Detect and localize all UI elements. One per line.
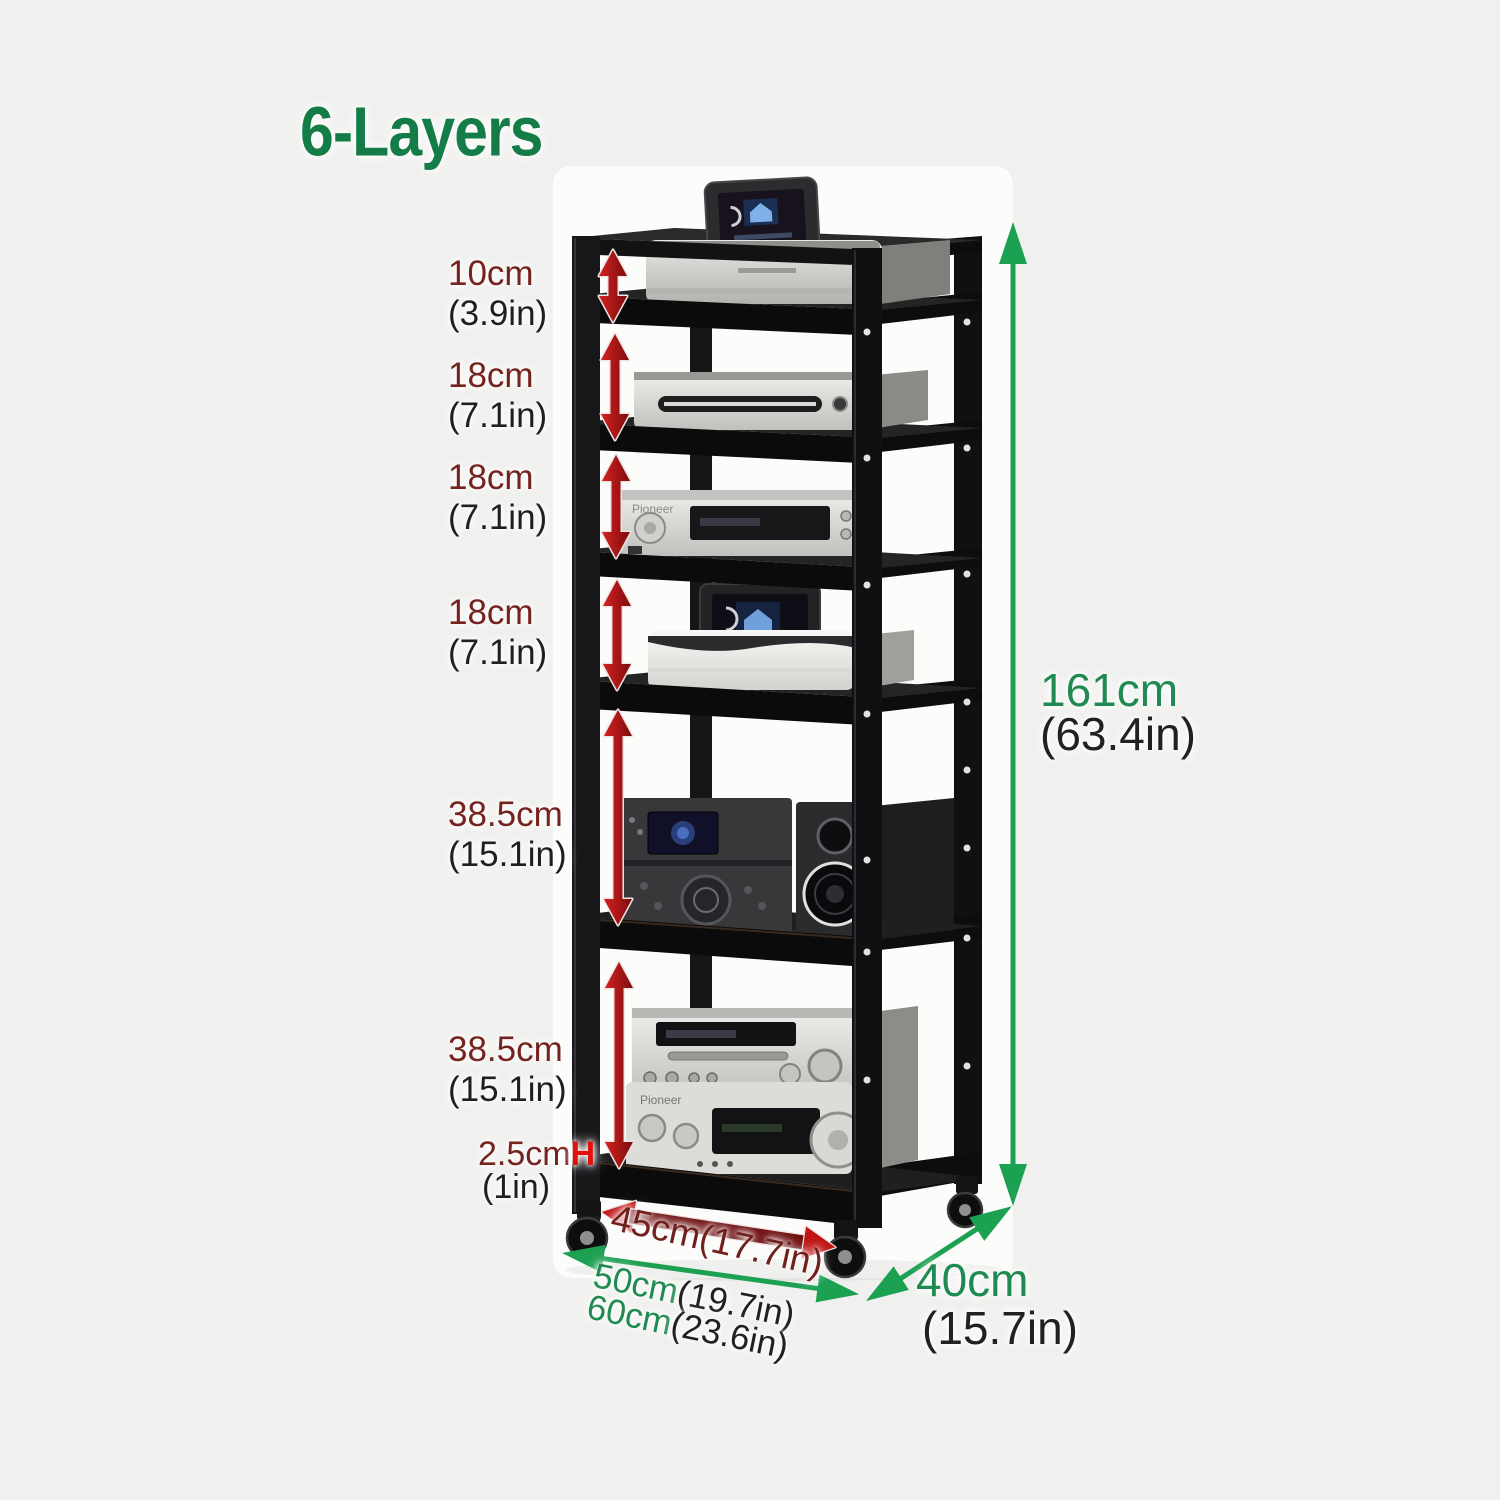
brand-label: Pioneer (640, 1093, 681, 1107)
depth-inch: (15.7in) (922, 1302, 1078, 1354)
brand-label: Pioneer (632, 502, 673, 516)
green-double-arrow-icon (866, 1206, 1012, 1301)
gap-label-2: 18cm (7.1in) (448, 356, 547, 436)
green-dimension-arrows (562, 222, 1027, 1303)
gap-label-5: 38.5cm (15.1in) (448, 795, 567, 875)
layer3-cd-deck: Pioneer (618, 490, 878, 556)
rack-front-posts (572, 236, 882, 1228)
total-height-label: 161cm (63.4in) (1040, 664, 1196, 760)
red-double-arrow-icon (599, 332, 631, 442)
caster-height-label: 2.5cmH (1in) (478, 1135, 596, 1206)
gap-inch: (7.1in) (448, 396, 548, 435)
gap-inch: (7.1in) (448, 633, 548, 672)
screw-holes (863, 318, 971, 1084)
red-double-arrow-icon (603, 960, 635, 1170)
caster-height-marker: H (570, 1135, 596, 1173)
layer6-receiver-stack: Pioneer (626, 1006, 918, 1174)
gap-inch: (7.1in) (448, 498, 548, 537)
red-height-arrows (597, 248, 635, 1170)
gap-cm: 38.5cm (448, 1030, 563, 1069)
gap-label-1: 10cm (3.9in) (448, 254, 547, 334)
height-inch: (63.4in) (1040, 708, 1196, 760)
shelf-front-faces (571, 238, 881, 1228)
red-double-arrow-icon (602, 708, 634, 927)
gap-cm: 10cm (448, 254, 534, 293)
height-cm: 161cm (1040, 664, 1179, 716)
layer5-stereo-speaker (620, 798, 874, 940)
tablet-top (703, 176, 821, 262)
depth-cm: 40cm (916, 1254, 1029, 1306)
caster-cm: 2.5cm (478, 1135, 571, 1173)
caster-inch: (1in) (482, 1168, 551, 1206)
red-width-arrow (600, 1199, 837, 1260)
green-double-arrow-icon (999, 222, 1027, 1206)
red-double-arrow-icon (601, 578, 633, 692)
gap-label-6: 38.5cm (15.1in) (448, 1030, 567, 1110)
green-double-arrow-icon (562, 1244, 860, 1303)
gap-inch: (3.9in) (448, 294, 548, 333)
gap-cm: 18cm (448, 458, 534, 497)
gap-inch: (15.1in) (448, 1070, 567, 1109)
gap-inch: (15.1in) (448, 835, 567, 874)
layer2-dvd-player (634, 370, 928, 430)
gap-cm: 18cm (448, 356, 534, 395)
smart-home-icon (749, 202, 773, 223)
red-double-arrow-icon (597, 248, 629, 324)
gap-label-3: 18cm (7.1in) (448, 458, 547, 538)
depth-label: 40cm (15.7in) (916, 1256, 1078, 1352)
layer4-tablet-player (648, 583, 914, 690)
smart-home-icon (744, 609, 772, 633)
page-title: 6-Layers (300, 93, 543, 171)
gap-label-4: 18cm (7.1in) (448, 593, 547, 673)
gap-cm: 38.5cm (448, 795, 563, 834)
red-double-arrow-icon (600, 453, 632, 560)
gap-cm: 18cm (448, 593, 534, 632)
